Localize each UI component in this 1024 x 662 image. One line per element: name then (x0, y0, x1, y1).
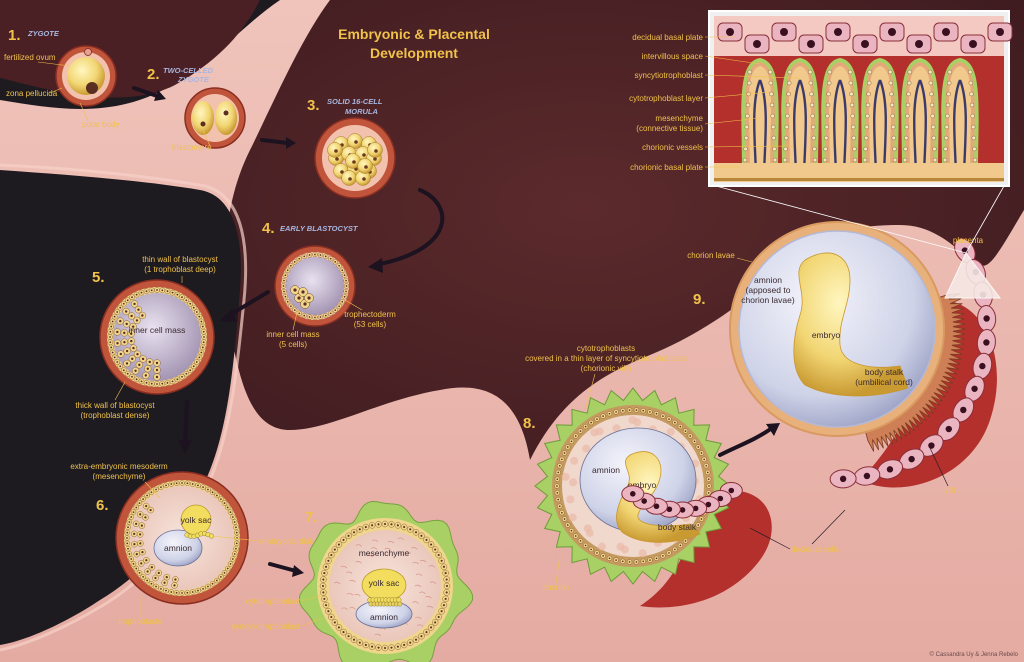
inset-label-chorionic-vessels: chorionic vessels (642, 143, 703, 152)
label-thin-wall-b: (1 trophoblast deep) (144, 265, 216, 274)
inset-label-decidual-basal-plate: decidual basal plate (632, 33, 703, 42)
label-villi-8b: covered in a thin layer of syncytiotroph… (525, 354, 687, 363)
label-amnion-6: amnion (164, 543, 192, 553)
label-zona-pellucida: zona pellucida (6, 89, 58, 98)
label-inner-cell-mass-5: inner cell mass (129, 325, 186, 335)
arrow-6-7 (268, 562, 298, 573)
stage-3-name-2: MORULA (345, 107, 378, 116)
label-extra-mesoderm-a: extra-embryonic mesoderm (70, 462, 168, 471)
stage-2-name-1: TWO-CELLED (163, 66, 214, 75)
label-fertilized-ovum: fertilized ovum (4, 53, 56, 62)
label-extra-mesoderm-b: (mesenchyme) (93, 472, 146, 481)
label-cytotrophoblast-7: cytotrophoblast (246, 597, 301, 606)
stage-2-number: 2. (147, 66, 160, 83)
placenta-inset (708, 10, 1013, 187)
label-yolk-sac-6: yolk sac (181, 515, 212, 525)
arrow-4-5 (226, 290, 270, 318)
arrow-8-9 (718, 426, 774, 457)
label-amnion-8: amnion (592, 465, 620, 475)
label-amnion-7: amnion (370, 612, 398, 622)
stage-1-name: ZYGOTE (27, 29, 60, 38)
stage-7-number: 7. (305, 509, 318, 526)
label-amnion-9b: (apposed to (746, 285, 791, 295)
label-trophoblasts: trophoblasts (118, 617, 162, 626)
stage-3-name-1: SOLID 16-CELL (327, 97, 383, 106)
arrow-1-2 (132, 86, 162, 99)
stage-7-syncytiotrophoblast (298, 500, 474, 662)
label-polar-body: polar body (82, 120, 119, 129)
stage-3-number: 3. (307, 97, 320, 114)
label-inner-cell-mass-4a: inner cell mass (266, 330, 319, 339)
label-villi-8c: (chorionic villi) (581, 364, 632, 373)
stage-1-zygote (55, 45, 117, 107)
label-villi: villi (944, 486, 955, 495)
label-embryo-9: embryo (812, 330, 841, 340)
label-thick-wall-a: thick wall of blastocyst (75, 401, 155, 410)
label-amnion-9a: amnion (754, 275, 782, 285)
stage-5-blastocyst (99, 279, 215, 395)
label-chorion: chorion (543, 583, 569, 592)
label-yolk-sac-7: yolk sac (369, 578, 400, 588)
credit: © Cassandra Uy & Jenna Rebelo (930, 651, 1019, 658)
label-mesenchyme-7: mesenchyme (359, 548, 410, 558)
stage-5-number: 5. (92, 269, 105, 286)
inset-label-syncytiotrophoblast: syncytiotrophoblast (635, 71, 704, 80)
label-body-stalk-8: body stalk (658, 522, 697, 532)
label-body-stalk-9b: (umbilical cord) (855, 377, 913, 387)
inset-label-connective-tissue: (connective tissue) (636, 124, 703, 133)
wall-highlight (0, 163, 248, 652)
title-line-2: Development (370, 45, 458, 61)
inset-label-chorionic-basal-plate: chorionic basal plate (630, 163, 703, 172)
label-syncytiotrophoblast-7: syncytiotrophoblast (232, 622, 301, 631)
label-thin-wall-a: thin wall of blastocyst (142, 255, 218, 264)
stage-2-two-celled-zygote (184, 87, 246, 149)
label-placenta: placenta (953, 236, 984, 245)
stage-8-number: 8. (523, 415, 536, 432)
inset-label-cytotrophoblast-layer: cytotrophoblast layer (629, 94, 703, 103)
inset-label-mesenchyme: mesenchyme (655, 114, 703, 123)
stage-2-name-2: ZYGOTE (177, 75, 210, 84)
label-trophectoderm-b: (53 cells) (354, 320, 387, 329)
arrow-2-3 (260, 138, 290, 145)
label-blastomere: blastomere (172, 143, 212, 152)
title-line-1: Embryonic & Placental (338, 26, 490, 42)
label-embryonic-disk: embryonic disk (260, 537, 314, 546)
stage-6-embryonic-disk (115, 471, 249, 605)
stage-6-number: 6. (96, 497, 109, 514)
label-body-stalk-9a: body stalk (865, 367, 904, 377)
inset-label-intervillous-space: intervillous space (642, 52, 704, 61)
stage-1-number: 1. (8, 27, 21, 44)
stage-9-number: 9. (693, 291, 706, 308)
label-amnion-9c: chorion lavae) (741, 295, 795, 305)
stage-4-name: EARLY BLASTOCYST (280, 224, 359, 233)
stage-4-early-blastocyst (274, 245, 356, 327)
arrow-5-6 (183, 400, 189, 447)
label-villi-8a: cytotrophoblasts (577, 344, 635, 353)
label-inner-cell-mass-4b: (5 cells) (279, 340, 307, 349)
label-embryo-8: embryo (628, 480, 657, 490)
label-thick-wall-b: (trophoblast dense) (81, 411, 150, 420)
label-decidual-cells: decidual cells (791, 545, 839, 554)
arrow-3-4 (373, 188, 445, 267)
stage-3-morula (314, 117, 396, 199)
stage-9-placenta (621, 221, 997, 519)
label-trophectoderm-a: trophectoderm (344, 310, 396, 319)
label-chorion-lavae: chorion lavae (687, 251, 735, 260)
stage-4-number: 4. (262, 220, 275, 237)
